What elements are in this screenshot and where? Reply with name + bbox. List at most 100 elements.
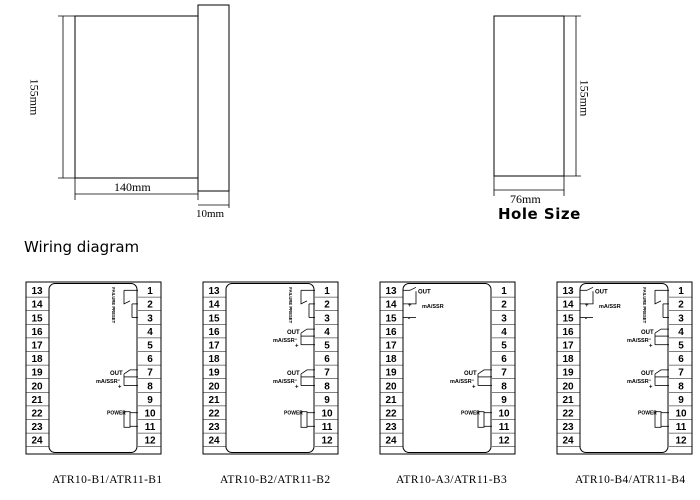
terminal-17: 17 [385, 341, 397, 352]
alarm-label: FAILURE PRESET [288, 287, 293, 323]
ma-ssr-label: mA/SSR [450, 379, 472, 385]
diagram-frame [556, 281, 693, 455]
terminal-14: 14 [562, 300, 574, 311]
out-label: OUT [110, 371, 123, 377]
terminal-10: 10 [321, 409, 333, 420]
terminal-11: 11 [499, 422, 510, 433]
terminal-19: 19 [208, 368, 220, 379]
terminal-14: 14 [208, 300, 220, 311]
power-label: POWER [638, 411, 657, 417]
out-label: OUT [641, 371, 654, 377]
width-label: 140mm [114, 180, 151, 194]
terminal-11: 11 [322, 422, 333, 433]
terminal-11: 11 [145, 422, 156, 433]
plus-sign: + [118, 385, 122, 391]
terminal-1: 1 [147, 286, 153, 297]
terminal-23: 23 [562, 422, 574, 433]
power-label: POWER [284, 411, 303, 417]
terminal-16: 16 [385, 327, 397, 338]
terminal-24: 24 [562, 436, 574, 447]
out-label: OUT [464, 371, 477, 377]
out-switch [300, 328, 315, 334]
terminal-2: 2 [501, 300, 507, 311]
minus-sign: - [118, 378, 120, 384]
terminal-21: 21 [208, 395, 220, 406]
terminal-15: 15 [385, 313, 397, 324]
terminal-10: 10 [498, 409, 510, 420]
terminal-4: 4 [501, 327, 507, 338]
terminal-13: 13 [562, 286, 574, 297]
caption-b1: ATR10-B1/ATR11-B1 [52, 474, 163, 486]
hole-width-label: 76mm [510, 192, 541, 206]
terminal-18: 18 [208, 354, 220, 365]
terminal-14: 14 [31, 300, 43, 311]
right-height-label: 155mm [577, 79, 592, 117]
terminal-15: 15 [31, 313, 43, 324]
terminal-21: 21 [385, 395, 397, 406]
terminal-9: 9 [147, 395, 153, 406]
terminal-7: 7 [147, 368, 153, 379]
terminal-19: 19 [385, 368, 397, 379]
terminal-7: 7 [678, 368, 684, 379]
terminal-12: 12 [144, 436, 156, 447]
terminal-15: 15 [562, 313, 574, 324]
terminal-6: 6 [501, 354, 507, 365]
terminal-18: 18 [385, 354, 397, 365]
terminal-13: 13 [208, 286, 220, 297]
terminal-4: 4 [678, 327, 684, 338]
caption-b3: ATR10-A3/ATR11-B3 [396, 474, 508, 486]
out-label-left: OUT [418, 289, 431, 295]
terminal-7: 7 [501, 368, 507, 379]
terminal-22: 22 [208, 409, 220, 420]
plus-sign: + [472, 385, 476, 391]
terminal-15: 15 [208, 313, 220, 324]
out-switch [123, 369, 138, 375]
out-label: OUT [287, 330, 300, 336]
power-block [300, 411, 308, 428]
power-block [123, 411, 131, 428]
plus-sign-left: + [408, 303, 412, 309]
ma-ssr-label: mA/SSR [627, 379, 649, 385]
terminal-12: 12 [675, 436, 687, 447]
diagram-body [402, 283, 492, 453]
terminal-19: 19 [31, 368, 43, 379]
terminal-1: 1 [501, 286, 507, 297]
minus-sign-left: - [408, 317, 410, 323]
terminal-2: 2 [147, 300, 153, 311]
terminal-19: 19 [562, 368, 574, 379]
terminal-6: 6 [324, 354, 330, 365]
terminal-17: 17 [31, 341, 43, 352]
plus-sign: + [295, 344, 299, 350]
terminal-7: 7 [324, 368, 330, 379]
terminal-17: 17 [208, 341, 220, 352]
terminal-5: 5 [678, 341, 684, 352]
terminal-16: 16 [208, 327, 220, 338]
minus-sign: - [295, 337, 297, 343]
out-switch-left [409, 286, 417, 291]
caption-b4: ATR10-B4/ATR11-B4 [575, 474, 686, 486]
terminal-6: 6 [678, 354, 684, 365]
terminal-20: 20 [385, 381, 397, 392]
bezel-label: 10mm [196, 208, 225, 220]
terminal-9: 9 [324, 395, 330, 406]
terminal-3: 3 [501, 313, 507, 324]
terminal-18: 18 [562, 354, 574, 365]
terminal-5: 5 [501, 341, 507, 352]
terminal-22: 22 [385, 409, 397, 420]
terminal-20: 20 [31, 381, 43, 392]
terminal-2: 2 [678, 300, 684, 311]
terminal-5: 5 [147, 341, 153, 352]
terminal-21: 21 [562, 395, 574, 406]
power-label: POWER [461, 411, 480, 417]
out-label-left: OUT [595, 289, 608, 295]
terminal-9: 9 [678, 395, 684, 406]
terminal-8: 8 [501, 381, 507, 392]
terminal-22: 22 [562, 409, 574, 420]
out-switch [477, 369, 492, 375]
plus-sign: + [295, 385, 299, 391]
terminal-9: 9 [501, 395, 507, 406]
